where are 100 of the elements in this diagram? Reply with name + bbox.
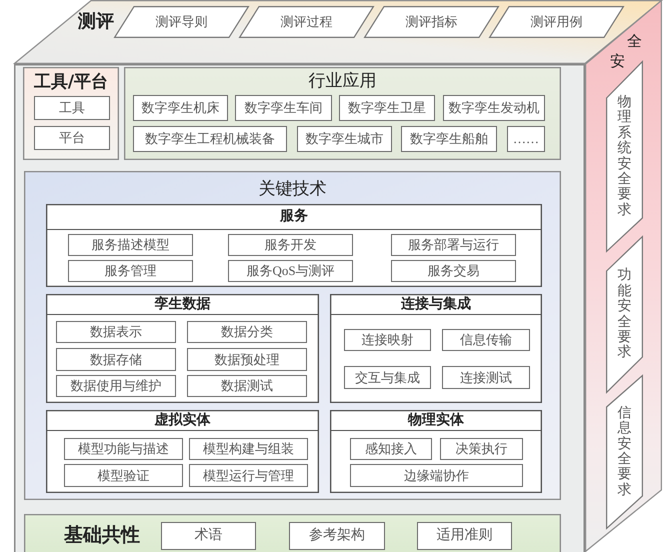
item-label: 数据分类 [221,324,273,340]
item-box [161,522,256,550]
item-label: 交互与集成 [355,370,420,386]
section-box [46,204,542,287]
item-label: 数字孪生发动机 [448,100,540,116]
item-box [64,464,183,487]
item-box [391,234,516,256]
item-box [133,95,228,121]
vertical-tag [606,375,643,529]
item-box [189,464,308,487]
item-label: 数字孪生船舶 [410,131,488,147]
item-box [442,329,530,351]
item-label: 服务部署与运行 [408,237,499,253]
front-face [14,64,585,552]
item-box [297,126,392,152]
item-box [440,438,523,460]
item-label: 服务开发 [264,237,316,253]
item-label: 数字孪生工程机械装备 [145,131,275,147]
item-label: 信息传输 [460,332,512,348]
item-label: 感知接入 [365,441,417,457]
item-box [350,438,432,460]
section-heading: 物理实体 [330,410,542,431]
item-label: 参考架构 [309,528,365,544]
tag-label: 测评用例 [530,14,582,30]
section-box [46,410,319,493]
section-heading: 服务 [46,204,542,230]
vertical-label: 物理系统安全要求 [618,94,632,218]
side-face [585,0,662,552]
foundation-band [24,514,561,552]
face-heading: 测评 [78,11,114,33]
vertical-label: 信息安全要求 [618,406,632,498]
section-heading: 连接与集成 [330,294,542,315]
item-box [344,366,431,389]
item-box [187,348,307,371]
item-label: 工具 [59,100,85,116]
panel [124,67,561,160]
item-label: 数据表示 [90,324,142,340]
item-box [344,329,431,351]
section-box [330,410,542,493]
item-label: 模型验证 [98,468,150,484]
item-box [401,126,497,152]
section-box [330,294,542,403]
item-box [133,126,287,152]
tag-label: 测评指标 [406,14,458,30]
item-label: …… [513,131,539,147]
item-label: 模型构建与组装 [203,441,294,457]
item-label: 模型运行与管理 [203,468,294,484]
item-box [34,126,110,150]
section-heading: 孪生数据 [46,294,319,315]
panel-heading: 工具/平台 [34,72,108,92]
item-label: 服务管理 [104,263,156,279]
item-box [339,95,435,121]
item-box [56,321,176,343]
item-box [189,438,308,460]
item-label: 数据预处理 [214,352,280,368]
item-label: 适用准则 [436,528,492,544]
item-box [68,260,193,282]
item-box [187,321,307,343]
item-box [228,260,353,282]
item-box [289,522,385,550]
section-box [46,294,319,403]
item-label: 数字孪生车间 [244,100,322,116]
item-box [34,96,110,120]
item-label: 数据测试 [221,378,273,394]
tag-label: 测评过程 [280,14,332,30]
item-box [417,522,512,550]
item-label: 数据存储 [90,352,142,368]
item-label: 数据使用与维护 [70,378,162,394]
item-label: 边缘端协作 [404,468,469,484]
tag-label: 测评导则 [156,14,208,30]
item-box [64,438,183,460]
item-box [68,234,193,256]
panel-heading: 行业应用 [308,71,376,91]
item-box [350,464,523,487]
item-box [228,234,353,256]
item-box [56,348,176,371]
band-heading: 基础共性 [64,523,140,547]
item-label: 术语 [194,528,222,544]
item-label: 服务QoS与测评 [246,263,335,279]
item-label: 服务描述模型 [92,237,170,253]
item-box [235,95,332,121]
item-box [391,260,516,282]
item-label: 决策执行 [456,441,508,457]
item-label: 服务交易 [428,263,480,279]
item-label: 平台 [59,130,85,146]
panel [24,171,561,500]
side-heading: 安全 [610,34,642,69]
item-box [187,375,307,397]
item-label: 数字孪生机床 [142,100,220,116]
item-box [442,366,530,389]
item-box [443,95,545,121]
panel [23,67,119,160]
item-label: 连接映射 [362,332,414,348]
panel-heading: 关键技术 [258,179,326,199]
vertical-label: 功能安全要求 [618,268,632,361]
item-label: 数字孪生卫星 [348,100,426,116]
item-label: 数字孪生城市 [306,131,384,147]
vertical-tag [606,236,643,393]
item-box [507,126,545,152]
item-label: 模型功能与描述 [78,441,169,457]
